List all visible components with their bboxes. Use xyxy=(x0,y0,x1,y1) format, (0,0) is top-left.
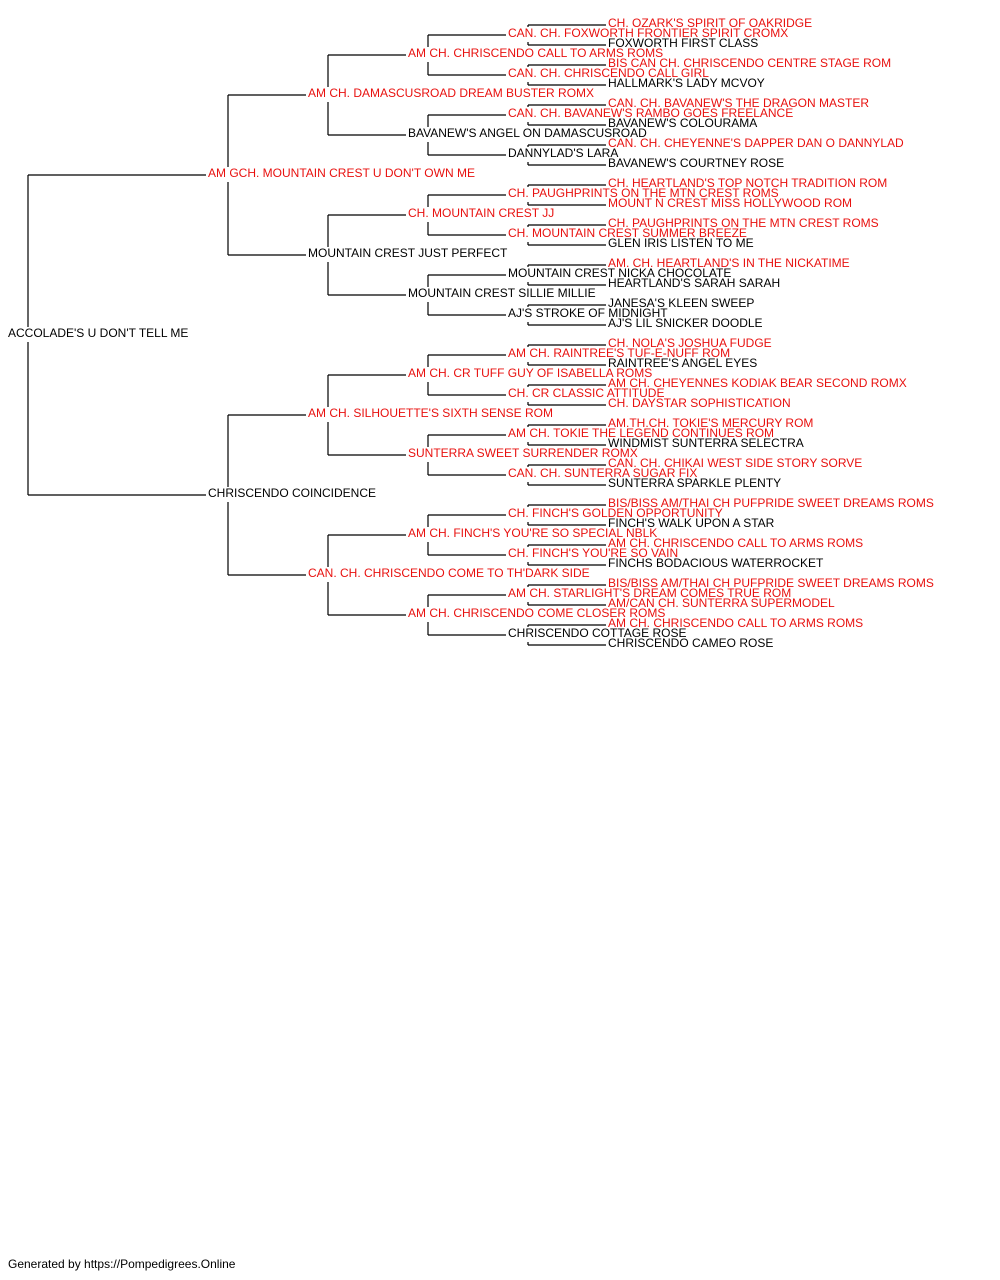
sire-name: AM GCH. MOUNTAIN CREST U DON'T OWN ME xyxy=(208,166,475,180)
dam-name: CAN. CH. CHRISCENDO CALL GIRL xyxy=(508,66,709,80)
sire-name: AM CH. SILHOUETTE'S SIXTH SENSE ROM xyxy=(308,406,553,420)
dam-name: WINDMIST SUNTERRA SELECTRA xyxy=(608,436,804,450)
dam-name: DANNYLAD'S LARA xyxy=(508,146,619,160)
sire-name: AM CH. TOKIE THE LEGEND CONTINUES ROM xyxy=(508,426,775,440)
sire-name: AM CH. FINCH'S YOU'RE SO SPECIAL NBLK xyxy=(408,526,658,540)
sire-name: AM CH. STARLIGHT'S DREAM COMES TRUE ROM xyxy=(508,586,792,600)
dam-name: MOUNTAIN CREST JUST PERFECT xyxy=(308,246,508,260)
sire-name: CH. HEARTLAND'S TOP NOTCH TRADITION ROM xyxy=(608,176,888,190)
dam-name: GLEN IRIS LISTEN TO ME xyxy=(608,236,754,250)
dam-name: FINCH'S WALK UPON A STAR xyxy=(608,516,775,530)
dam-name: FOXWORTH FIRST CLASS xyxy=(608,36,759,50)
dam-name: CAN. CH. SUNTERRA SUGAR FIX xyxy=(508,466,698,480)
dam-name: RAINTREE'S ANGEL EYES xyxy=(608,356,758,370)
dam-name: MOUNT N CREST MISS HOLLYWOOD ROM xyxy=(608,196,853,210)
dam-name: HEARTLAND'S SARAH SARAH xyxy=(608,276,781,290)
sire-name: CH. OZARK'S SPIRIT OF OAKRIDGE xyxy=(608,16,813,30)
dam-name: CAN. CH. CHRISCENDO COME TO TH'DARK SIDE xyxy=(308,566,590,580)
dam-name: AJ'S LIL SNICKER DOODLE xyxy=(608,316,763,330)
sire-name: CH. FINCH'S GOLDEN OPPORTUNITY xyxy=(508,506,723,520)
dam-name: CHRISCENDO COTTAGE ROSE xyxy=(508,626,687,640)
sire-name: AM.TH.CH. TOKIE'S MERCURY ROM xyxy=(608,416,814,430)
dam-name: CHRISCENDO CAMEO ROSE xyxy=(608,636,774,650)
dam-name: HALLMARK'S LADY MCVOY xyxy=(608,76,765,90)
dam-name: CHRISCENDO COINCIDENCE xyxy=(208,486,377,500)
sire-name: AM CH. CHRISCENDO CALL TO ARMS ROMS xyxy=(608,616,864,630)
sire-name: AM CH. RAINTREE'S TUF-E-NUFF ROM xyxy=(508,346,731,360)
dam-name: CH. MOUNTAIN CREST SUMMER BREEZE xyxy=(508,226,747,240)
sire-name: BIS CAN CH. CHRISCENDO CENTRE STAGE ROM xyxy=(608,56,892,70)
sire-name: CAN. CH. CHIKAI WEST SIDE STORY SORVE xyxy=(608,456,863,470)
dam-name: MOUNTAIN CREST SILLIE MILLIE xyxy=(408,286,596,300)
sire-name: CH. NOLA'S JOSHUA FUDGE xyxy=(608,336,772,350)
sire-name: CH. MOUNTAIN CREST JJ xyxy=(408,206,555,220)
dam-name: AM CH. CHRISCENDO COME CLOSER ROMS xyxy=(408,606,666,620)
sire-name: CAN. CH. BAVANEW'S RAMBO GOES FREELANCE xyxy=(508,106,794,120)
dam-name: FINCHS BODACIOUS WATERROCKET xyxy=(608,556,824,570)
sire-name: CAN. CH. BAVANEW'S THE DRAGON MASTER xyxy=(608,96,869,110)
dam-name: BAVANEW'S COLOURAMA xyxy=(608,116,758,130)
sire-name: CH. PAUGHPRINTS ON THE MTN CREST ROMS xyxy=(608,216,879,230)
sire-name: AM CH. CHRISCENDO CALL TO ARMS ROMS xyxy=(408,46,664,60)
dam-name: CH. DAYSTAR SOPHISTICATION xyxy=(608,396,791,410)
sire-name: MOUNTAIN CREST NICKA CHOCOLATE xyxy=(508,266,732,280)
sire-name: AM. CH. HEARTLAND'S IN THE NICKATIME xyxy=(608,256,850,270)
sire-name: BIS/BISS AM/THAI CH PUFPRIDE SWEET DREAM… xyxy=(608,496,934,510)
dam-name: BAVANEW'S COURTNEY ROSE xyxy=(608,156,785,170)
sire-name: CH. PAUGHPRINTS ON THE MTN CREST ROMS xyxy=(508,186,779,200)
sire-name: CAN. CH. CHEYENNE'S DAPPER DAN O DANNYLA… xyxy=(608,136,904,150)
dam-name: BAVANEW'S ANGEL ON DAMASCUSROAD xyxy=(408,126,647,140)
sire-name: JANESA'S KLEEN SWEEP xyxy=(608,296,755,310)
dam-name: CH. FINCH'S YOU'RE SO VAIN xyxy=(508,546,679,560)
sire-name: BIS/BISS AM/THAI CH PUFPRIDE SWEET DREAM… xyxy=(608,576,934,590)
sire-name: CAN. CH. FOXWORTH FRONTIER SPIRIT CROMX xyxy=(508,26,789,40)
dam-name: SUNTERRA SWEET SURRENDER ROMX xyxy=(408,446,638,460)
dam-name: AM/CAN CH. SUNTERRA SUPERMODEL xyxy=(608,596,835,610)
sire-name: AM CH. DAMASCUSROAD DREAM BUSTER ROMX xyxy=(308,86,595,100)
dam-name: SUNTERRA SPARKLE PLENTY xyxy=(608,476,782,490)
dam-name: CH. CR CLASSIC ATTITUDE xyxy=(508,386,665,400)
sire-name: AM CH. CHEYENNES KODIAK BEAR SECOND ROMX xyxy=(608,376,907,390)
subject-dog-name: ACCOLADE'S U DON'T TELL ME xyxy=(8,326,189,340)
dam-name: AJ'S STROKE OF MIDNIGHT xyxy=(508,306,668,320)
generated-by-footer: Generated by https://Pompedigrees.Online xyxy=(8,1257,236,1271)
sire-name: AM CH. CHRISCENDO CALL TO ARMS ROMS xyxy=(608,536,864,550)
sire-name: AM CH. CR TUFF GUY OF ISABELLA ROMS xyxy=(408,366,653,380)
